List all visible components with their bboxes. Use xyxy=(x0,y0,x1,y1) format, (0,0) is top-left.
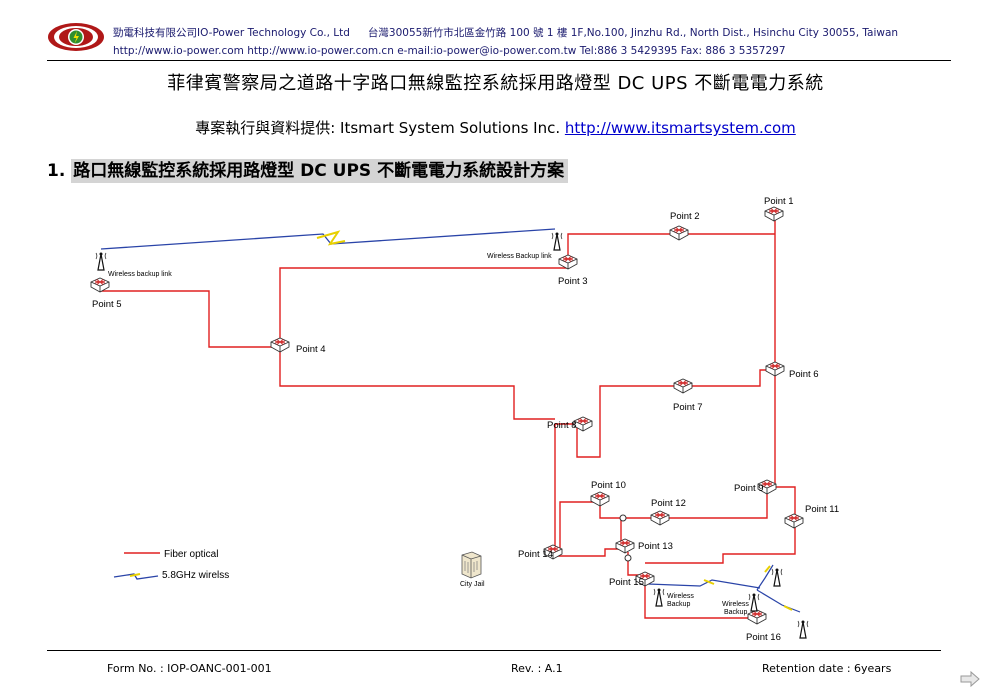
wireless-backup-label: Backup xyxy=(724,609,747,616)
point-7-label: Point 7 xyxy=(673,402,703,413)
project-credit: 專案執行與資料提供: Itsmart System Solutions Inc.… xyxy=(0,117,991,138)
building-icon xyxy=(461,551,482,579)
next-page-arrow-icon[interactable] xyxy=(959,670,981,688)
router-icon-p3 xyxy=(558,254,578,270)
router-icon-p4 xyxy=(270,337,290,353)
antenna-icon xyxy=(748,592,760,612)
point-15-label: Point 15 xyxy=(609,577,644,588)
point-8-label: Point 8 xyxy=(547,420,577,431)
fiber-p5-p4 xyxy=(100,290,280,348)
fiber-p9-p11-p15 xyxy=(645,486,796,564)
point-16-label: Point 16 xyxy=(746,632,781,643)
revision: Rev. : A.1 xyxy=(511,662,563,675)
company-header: 勁電科技有限公司IO-Power Technology Co., Ltd 台灣30… xyxy=(113,25,898,40)
antenna-icon xyxy=(797,619,809,639)
point-14-label: Point 14 xyxy=(518,549,553,560)
fiber-p13-p15 xyxy=(627,552,645,576)
retention-date: Retention date : 6years xyxy=(762,662,892,675)
router-icon-p6 xyxy=(765,361,785,377)
router-icon-p1 xyxy=(764,206,784,222)
wireless-backup-label: Wireless xyxy=(667,593,694,600)
form-number: Form No. : IOP-OANC-001-001 xyxy=(107,662,272,675)
junction-node xyxy=(624,554,632,562)
section-title: 路口無線監控系統採用路燈型 DC UPS 不斷電電力系統設計方案 xyxy=(71,159,569,183)
company-name: 勁電科技有限公司IO-Power Technology Co., Ltd xyxy=(113,27,350,39)
legend: Fiber optical 5.8GHz wirelss xyxy=(113,549,229,581)
wireless-backup-label: Wireless xyxy=(722,601,749,608)
fiber-p15-p16 xyxy=(644,580,757,619)
fiber-p14-p13 xyxy=(555,548,625,557)
wireless-backup-link-label: Wireless Backup link xyxy=(487,253,552,260)
point-6-label: Point 6 xyxy=(789,369,819,380)
legend-wireless-label: 5.8GHz wirelss xyxy=(162,570,229,581)
router-icon-p13 xyxy=(615,538,635,554)
wireless-links xyxy=(100,228,801,613)
page-title: 菲律賓警察局之道路十字路口無線監控系統採用路燈型 DC UPS 不斷電電力系統 xyxy=(167,73,824,94)
fiber-p8-p14 xyxy=(552,424,556,555)
point-13-label: Point 13 xyxy=(638,541,673,552)
point-1-label: Point 1 xyxy=(764,196,794,207)
router-icon-p2 xyxy=(669,225,689,241)
fiber-p4-p8 xyxy=(279,347,555,420)
io-power-logo xyxy=(48,23,104,51)
header-divider xyxy=(47,60,951,61)
point-2-label: Point 2 xyxy=(670,211,700,222)
section-heading: 1. 路口無線監控系統採用路燈型 DC UPS 不斷電電力系統設計方案 xyxy=(47,156,569,183)
junction-node xyxy=(619,514,627,522)
fiber-p3-p1 xyxy=(567,233,775,262)
fiber-p7-p6 xyxy=(682,369,775,387)
point-10-label: Point 10 xyxy=(591,480,626,491)
wireless-backup-label: Backup xyxy=(667,601,690,608)
antenna-icon xyxy=(95,251,107,271)
router-icon-p11 xyxy=(784,513,804,529)
router-icon-p5 xyxy=(90,277,110,293)
antenna-icon xyxy=(771,567,783,587)
router-icon-p7 xyxy=(673,378,693,394)
network-diagram: Point 1 Point 2 Point 3 Point 4 Point 5 … xyxy=(90,196,839,643)
router-icon-p16 xyxy=(747,609,767,625)
point-3-label: Point 3 xyxy=(558,276,588,287)
city-jail-label: City Jail xyxy=(460,581,485,588)
company-address: 台灣30055新竹市北區金竹路 100 號 1 樓 1F,No.100, Jin… xyxy=(367,27,899,39)
point-5-label: Point 5 xyxy=(92,299,122,310)
fiber-p10-p9 xyxy=(599,487,768,519)
section-number: 1. xyxy=(47,161,72,181)
wireless-backup-link-label: Wireless backup link xyxy=(108,271,172,278)
company-contact[interactable]: http://www.io-power.com http://www.io-po… xyxy=(113,45,786,57)
antenna-icon xyxy=(653,587,665,607)
fiber-p4-p3 xyxy=(279,267,568,347)
fiber-p8-p7 xyxy=(555,385,682,458)
point-9-label: Point 9 xyxy=(734,483,764,494)
router-icon-p12 xyxy=(650,510,670,526)
router-icon-p10 xyxy=(590,491,610,507)
credit-text: 專案執行與資料提供: Itsmart System Solutions Inc. xyxy=(195,119,565,137)
itsmart-link[interactable]: http://www.itsmartsystem.com xyxy=(564,119,796,137)
legend-wireless-swatch xyxy=(113,573,159,580)
fiber-p14-p10 xyxy=(555,501,600,551)
point-4-label: Point 4 xyxy=(296,344,326,355)
point-11-label: Point 11 xyxy=(805,504,839,515)
fiber-p6-p9 xyxy=(766,370,776,488)
point-12-label: Point 12 xyxy=(651,498,686,509)
footer-divider xyxy=(47,650,941,651)
antenna-icon xyxy=(551,231,563,251)
legend-fiber-label: Fiber optical xyxy=(164,549,218,560)
